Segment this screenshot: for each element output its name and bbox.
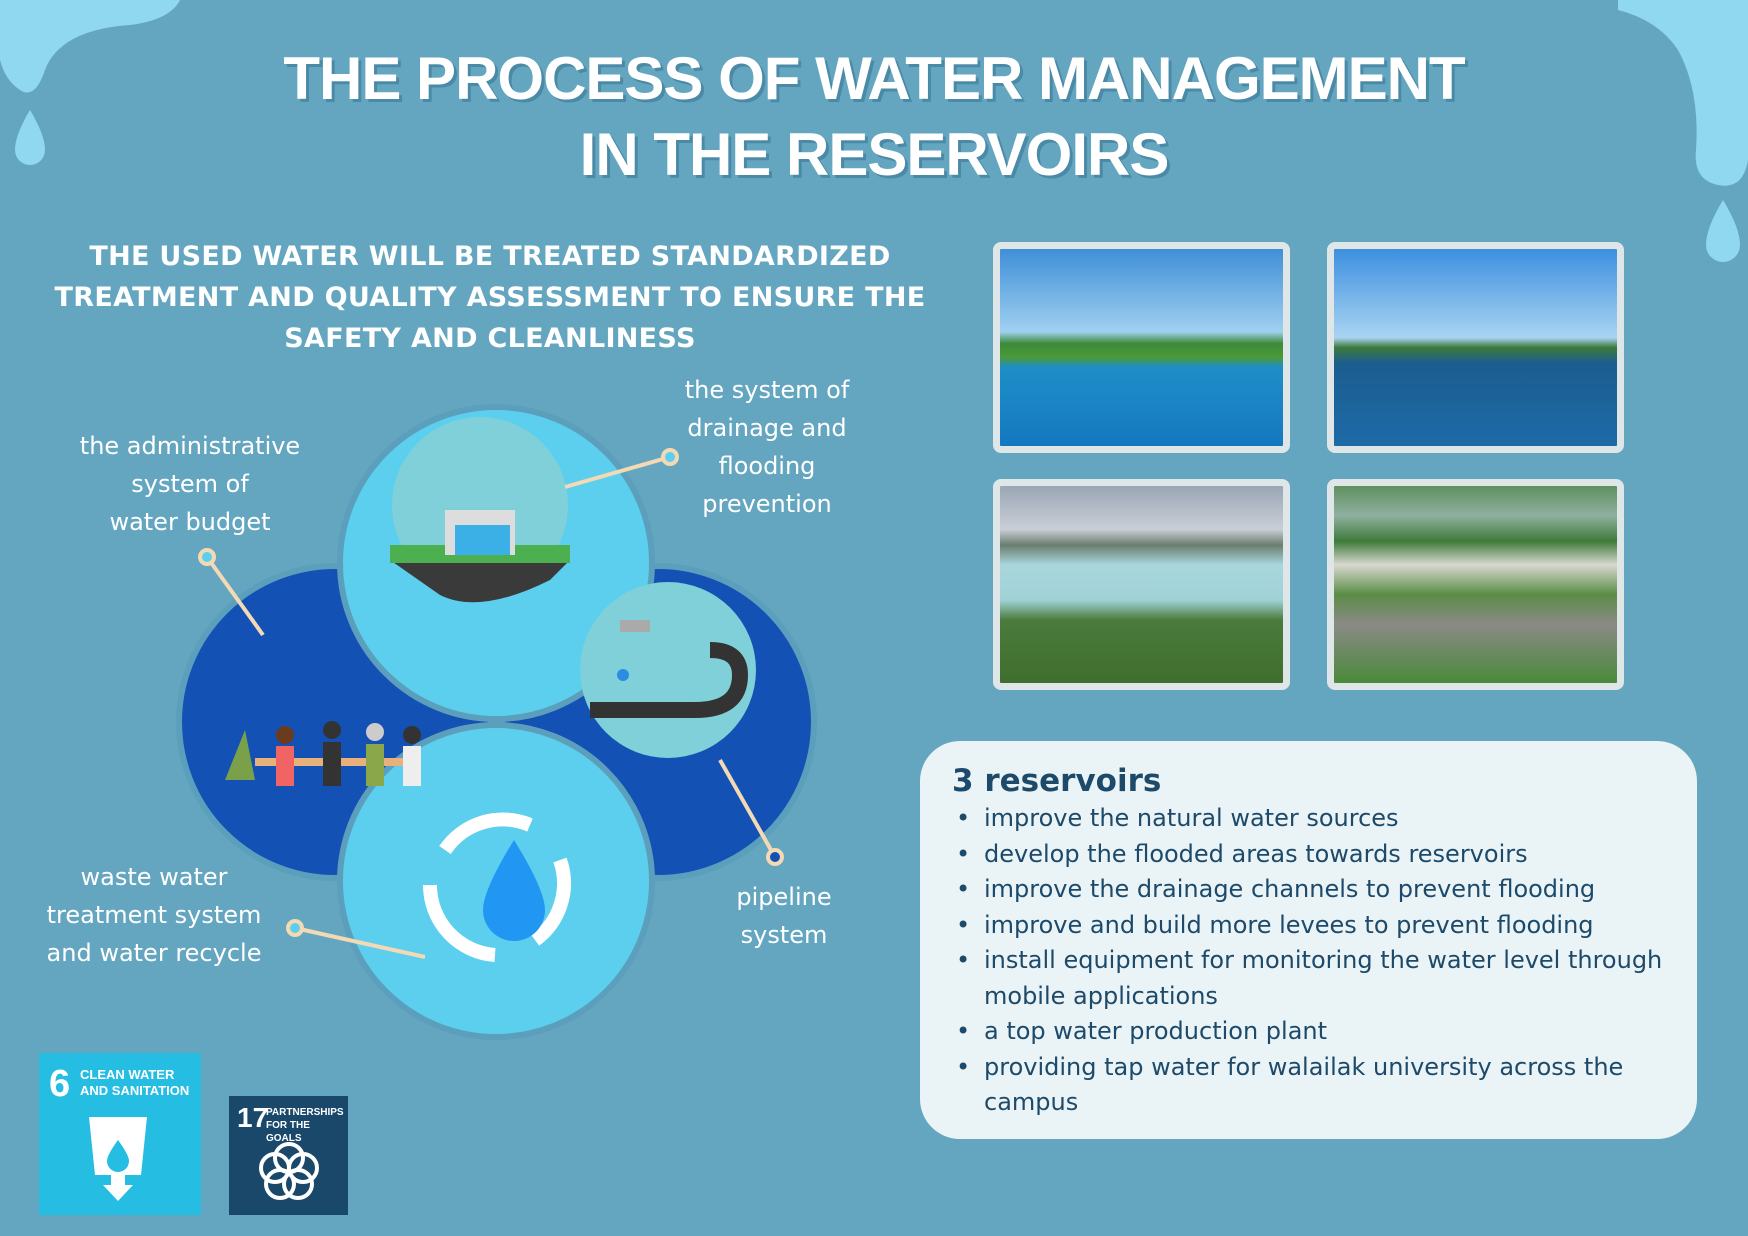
list-item: providing tap water for walailak univers… (952, 1050, 1665, 1121)
list-item: improve and build more levees to prevent… (952, 908, 1665, 944)
subtitle-line: SAFETY AND CLEANLINESS (284, 323, 696, 354)
list-item: a top water production plant (952, 1014, 1665, 1050)
recycle-icon (422, 812, 571, 962)
water-drop-icon (483, 840, 545, 941)
page-title: THE PROCESS OF WATER MANAGEMENT (283, 45, 1465, 112)
reservoir-photo-4 (1327, 479, 1624, 690)
water-drip-decoration-right (1618, 0, 1748, 262)
list-item: improve the natural water sources (952, 801, 1665, 837)
meeting-people-icon (225, 721, 421, 786)
reservoir-photo-3 (993, 479, 1290, 690)
reservoir-photo-1 (993, 242, 1290, 453)
subtitle-line: THE USED WATER WILL BE TREATED STANDARDI… (89, 241, 891, 272)
faucet-icon (590, 620, 749, 718)
reservoirs-heading: 3 reservoirs (952, 763, 1162, 799)
list-item: install equipment for monitoring the wat… (952, 943, 1665, 1014)
dam-icon (390, 510, 570, 603)
water-drip-decoration-left (0, 0, 180, 165)
reservoirs-info-panel: 3 reservoirs improve the natural water s… (920, 741, 1697, 1139)
list-item: improve the drainage channels to prevent… (952, 872, 1665, 908)
sdg-number: 17 (237, 1102, 269, 1133)
reservoir-photo-2 (1327, 242, 1624, 453)
partnership-rings-icon (259, 1142, 319, 1200)
subtitle: THE USED WATER WILL BE TREATED STANDARDI… (40, 236, 940, 359)
connector-lines (198, 448, 784, 959)
subtitle-line: TREATMENT AND QUALITY ASSESSMENT TO ENSU… (54, 282, 926, 313)
reservoirs-list: improve the natural water sources develo… (952, 801, 1665, 1121)
process-diagram (176, 404, 817, 1040)
faucet-illustration-bg (580, 582, 756, 758)
page-title-line2: IN THE RESERVOIRS (579, 121, 1170, 188)
sdg-number: 6 (49, 1063, 71, 1105)
list-item: develop the flooded areas towards reserv… (952, 837, 1665, 873)
water-glass-icon (89, 1117, 147, 1201)
